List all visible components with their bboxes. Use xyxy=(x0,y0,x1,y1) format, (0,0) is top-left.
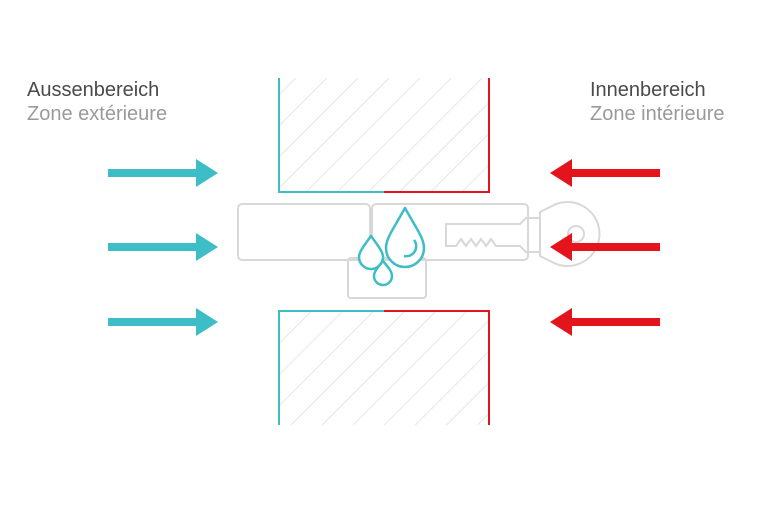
outside-zone-title: Aussenbereich xyxy=(27,79,160,101)
outside-zone-subtitle: Zone extérieure xyxy=(27,103,168,125)
arrow-right-icon xyxy=(108,308,218,336)
outside-arrows xyxy=(108,159,218,336)
key-icon xyxy=(445,201,601,267)
wall-bottom xyxy=(278,310,490,425)
water-drops-icon xyxy=(357,206,426,287)
inside-zone-title: Innenbereich xyxy=(590,79,706,101)
outside-zone-label: Aussenbereich Zone extérieure xyxy=(27,78,167,126)
arrow-left-icon xyxy=(550,233,660,261)
arrow-left-icon xyxy=(550,308,660,336)
arrow-right-icon xyxy=(108,233,218,261)
wall-top xyxy=(278,78,490,193)
inside-zone-subtitle: Zone intérieure xyxy=(590,103,725,125)
inside-arrows xyxy=(550,159,660,336)
arrow-right-icon xyxy=(108,159,218,187)
inside-zone-label: Innenbereich Zone intérieure xyxy=(590,78,725,126)
lock-cylinder-icon xyxy=(237,203,529,299)
arrow-left-icon xyxy=(550,159,660,187)
